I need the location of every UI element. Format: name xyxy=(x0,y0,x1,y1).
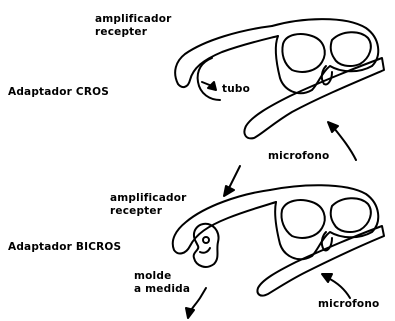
bicros-glasses xyxy=(173,185,384,295)
bicros-left-lens xyxy=(281,200,324,238)
cros-left-lens xyxy=(282,34,324,72)
cros-tube xyxy=(198,58,220,100)
bicros-right-lens xyxy=(331,198,371,232)
cros-glasses xyxy=(175,19,384,138)
earmold-opening xyxy=(203,237,209,243)
label-top-microphone: microfono xyxy=(268,151,329,162)
cros-right-lens xyxy=(331,32,371,66)
label-mold-line2: a medida xyxy=(134,284,190,295)
cros-left-temple xyxy=(175,26,278,87)
bicros-left-temple xyxy=(173,190,276,253)
earmold xyxy=(194,224,219,267)
cros-mic-arrow xyxy=(334,128,356,160)
bicros-right-temple xyxy=(257,226,384,296)
mold-arrow xyxy=(190,288,206,312)
bicros-mic-arrowhead xyxy=(322,274,332,282)
label-top-amplifier: amplificador xyxy=(95,14,172,25)
label-mold-line1: molde xyxy=(134,271,171,282)
label-bottom-receiver: recepter xyxy=(110,206,162,217)
earmold-detail xyxy=(200,248,210,253)
label-cros: Adaptador CROS xyxy=(8,87,109,98)
connector-arrow xyxy=(228,166,240,190)
label-bottom-microphone: microfono xyxy=(318,299,379,310)
label-bicros: Adaptador BICROS xyxy=(8,242,121,253)
bicros-mic-arrow xyxy=(328,278,350,298)
label-tube: tubo xyxy=(222,84,250,95)
mold-arrowhead xyxy=(186,308,194,318)
connector-arrowhead xyxy=(224,186,234,196)
tube-arrowhead xyxy=(208,82,216,90)
label-top-receiver: recepter xyxy=(95,27,147,38)
label-bottom-amplifier: amplificador xyxy=(110,193,187,204)
